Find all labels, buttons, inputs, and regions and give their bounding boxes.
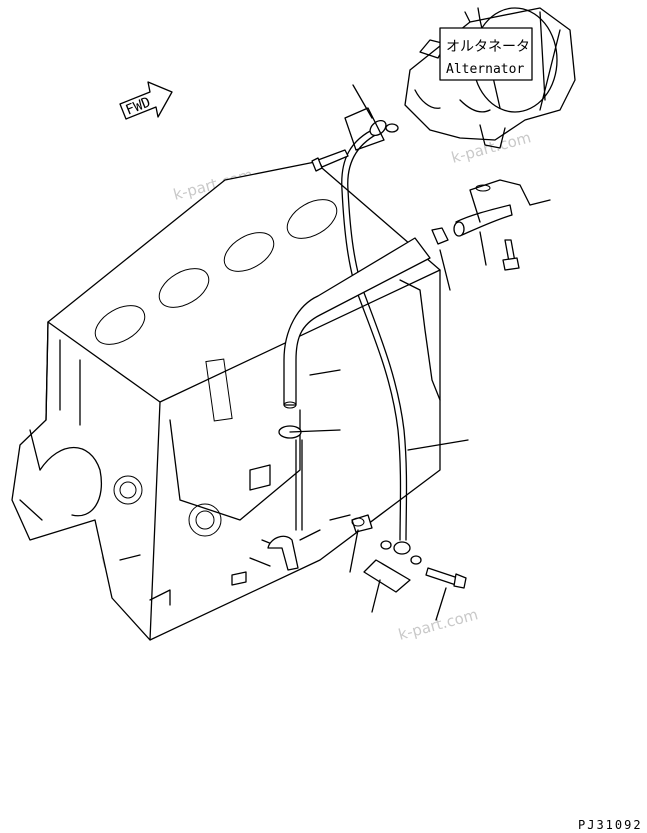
lower-hose	[267, 439, 303, 571]
return-hose	[283, 237, 431, 409]
banjo-bolt-upper	[311, 149, 349, 172]
alternator: オルタネータ Alternator	[404, 7, 576, 149]
elbow-connector	[453, 179, 531, 237]
alternator-label-jp: オルタネータ	[446, 39, 530, 55]
callout-bracket-top	[344, 84, 385, 151]
cylinder-block	[11, 161, 441, 641]
fwd-arrow: FWD	[119, 81, 173, 120]
callout-lines	[289, 199, 551, 621]
drain-connector	[351, 514, 373, 533]
alternator-label-en: Alternator	[446, 62, 524, 77]
mount-bolt-right	[502, 239, 520, 271]
oil-pipe-assembly	[341, 119, 411, 555]
drawing-number: PJ31092	[578, 818, 643, 832]
banjo-bolt-lower	[380, 540, 467, 589]
